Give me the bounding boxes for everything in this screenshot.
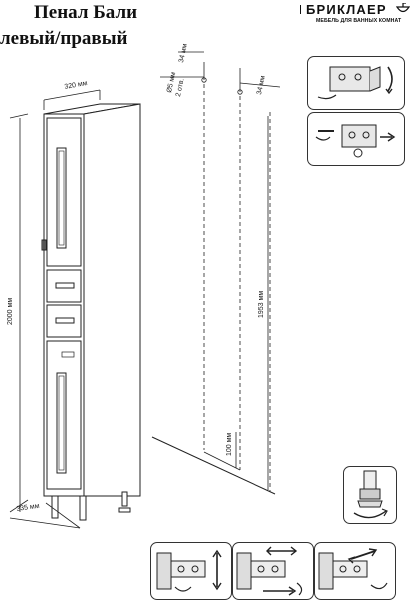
brand-logo: БРИКЛАЕР МЕБЕЛЬ ДЛЯ ВАННЫХ КОМНАТ xyxy=(300,1,412,31)
brand-name: БРИКЛАЕР xyxy=(306,2,387,17)
hinge-horizontal-adjust-icon xyxy=(236,546,303,596)
product-title: Пенал Бали xyxy=(34,2,138,23)
hinge-card-horizontal xyxy=(232,542,314,600)
height-dimension xyxy=(9,113,29,513)
hinge-card-vertical xyxy=(150,542,232,600)
hinge-bracket-icon xyxy=(317,66,393,100)
hinge-card-depth xyxy=(314,542,396,600)
logo-mark-icon xyxy=(300,5,305,14)
floor-offset-label: 100 мм xyxy=(226,432,233,456)
width-dimension xyxy=(43,89,101,110)
height-label: 2000 мм xyxy=(7,297,14,325)
brand-slogan: МЕБЕЛЬ ДЛЯ ВАННЫХ КОМНАТ xyxy=(316,18,402,24)
hinge-depth-adjust-icon xyxy=(318,548,388,590)
mount-height-label: 1953 мм xyxy=(258,290,265,318)
cabinet-front xyxy=(41,113,85,497)
hinge-screw-icon xyxy=(315,124,396,158)
hinge-vertical-adjust-icon xyxy=(156,549,222,592)
leg-adjust-icon xyxy=(353,470,388,519)
hinge-adjust-card-2 xyxy=(307,112,405,166)
product-subtitle: левый/правый xyxy=(0,28,128,49)
leg-adjust-card xyxy=(343,466,397,524)
cabinet-side xyxy=(43,103,141,497)
sink-logo-icon xyxy=(396,3,410,13)
cabinet-legs xyxy=(51,491,131,521)
hinge-adjust-card-1 xyxy=(307,56,405,110)
wall-mount-scheme xyxy=(151,51,281,495)
depth-dimension xyxy=(9,502,81,529)
